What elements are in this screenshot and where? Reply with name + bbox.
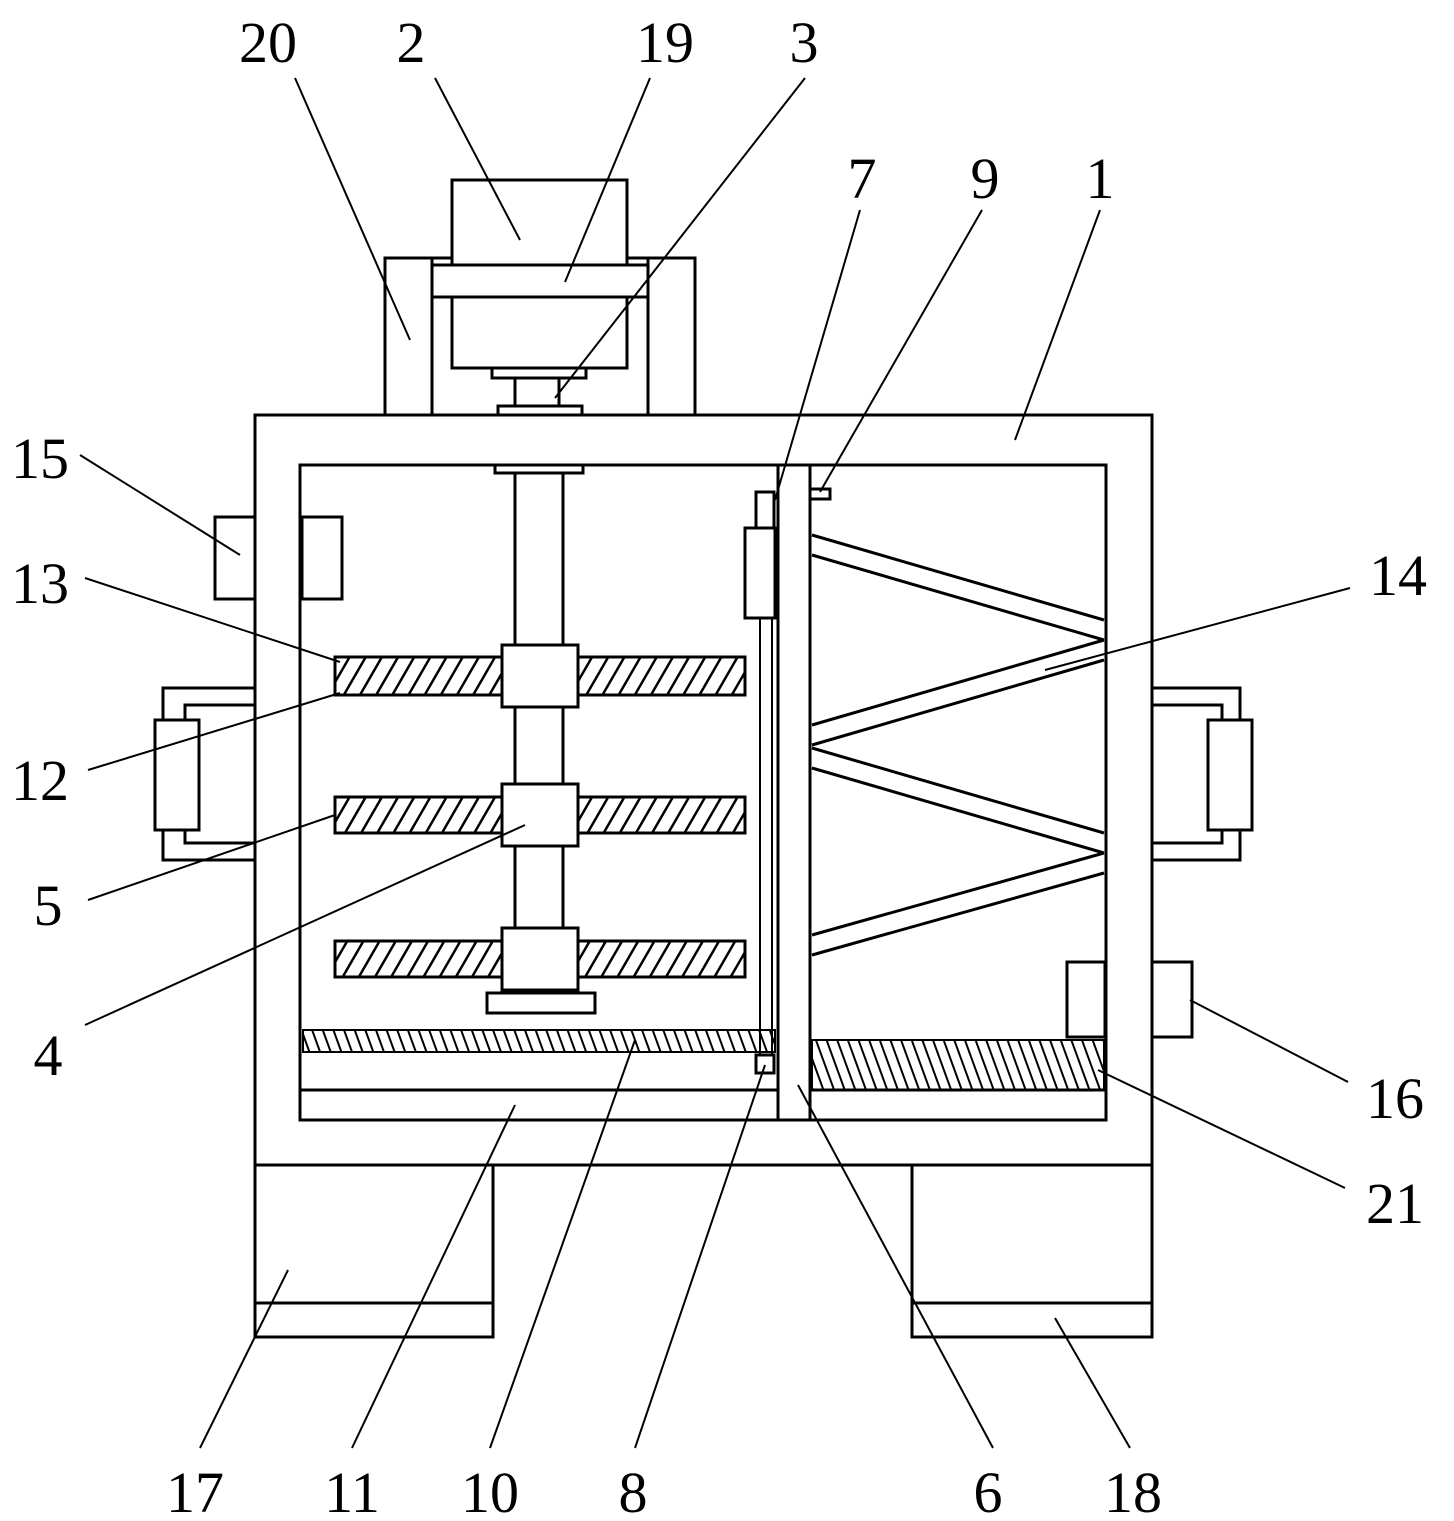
stirring-blades	[333, 643, 747, 992]
label-16: 16	[1366, 1066, 1424, 1131]
filter-screen	[300, 1029, 778, 1092]
side-handles	[153, 686, 1254, 862]
label-6: 6	[974, 1460, 1003, 1521]
label-4: 4	[34, 1023, 63, 1088]
label-15: 15	[11, 426, 69, 491]
right-filter	[810, 1039, 1106, 1092]
deflector-plates	[811, 533, 1105, 957]
rotating-shaft	[485, 463, 597, 1015]
motor	[430, 178, 650, 370]
valve-assembly	[743, 487, 832, 1075]
label-9: 9	[971, 146, 1000, 211]
leader-lines	[79, 77, 1351, 1449]
label-20: 20	[239, 10, 297, 75]
side-parts	[213, 515, 1194, 1039]
label-17: 17	[166, 1460, 224, 1521]
reference-labels: 20 2 19 3 7 9 1 15 13 14 12 5 4 16 21 17…	[11, 10, 1427, 1521]
right-foot	[910, 1163, 1154, 1339]
label-12: 12	[11, 748, 69, 813]
label-14: 14	[1369, 543, 1427, 608]
label-8: 8	[619, 1460, 648, 1521]
coupling	[490, 366, 588, 417]
label-1: 1	[1086, 146, 1115, 211]
left-foot	[253, 1163, 495, 1339]
label-2: 2	[397, 10, 426, 75]
label-18: 18	[1104, 1460, 1162, 1521]
label-11: 11	[324, 1460, 380, 1521]
label-7: 7	[848, 146, 877, 211]
label-3: 3	[790, 10, 819, 75]
partition	[776, 463, 812, 1122]
label-21: 21	[1366, 1171, 1424, 1236]
label-19: 19	[636, 10, 694, 75]
label-5: 5	[34, 873, 63, 938]
label-10: 10	[461, 1460, 519, 1521]
label-13: 13	[11, 551, 69, 616]
housing	[253, 413, 1154, 1167]
